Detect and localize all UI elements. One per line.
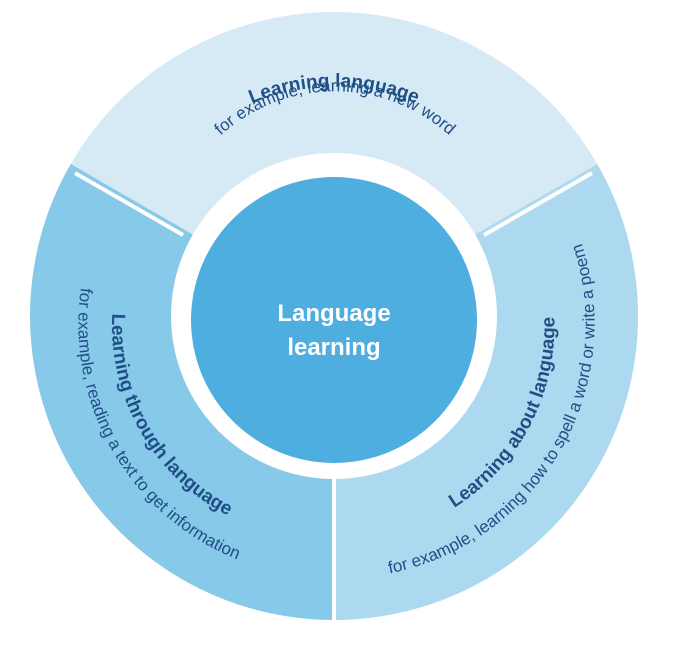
- segment-left: [29, 164, 334, 620]
- divider-top-right: [483, 171, 593, 237]
- segment-top: [70, 12, 598, 242]
- center-circle: [191, 177, 477, 463]
- segment-right: [334, 164, 638, 620]
- center-label-line1: Language: [277, 300, 390, 327]
- center-label-line2: learning: [287, 334, 380, 361]
- divider-top-left: [74, 171, 184, 237]
